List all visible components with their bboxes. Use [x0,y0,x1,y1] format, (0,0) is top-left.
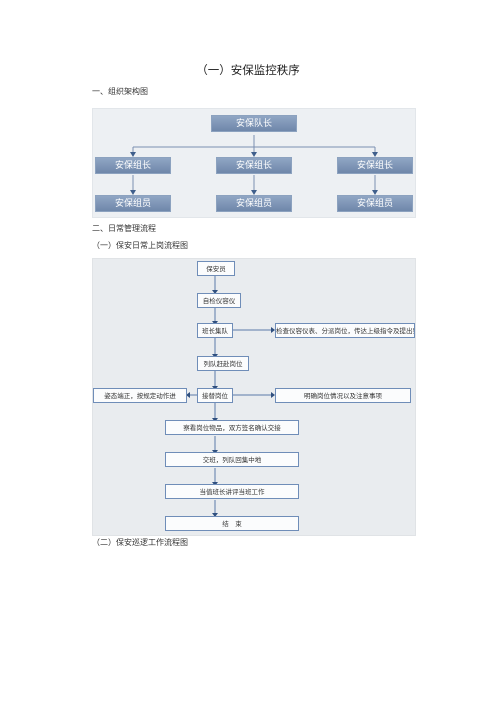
org-chart: 安保队长 安保组长 安保组长 安保组长 安保组员 安保组员 安保组员 [92,108,416,218]
flow-step-self-check: 自检仪容仪 [197,293,241,308]
org-leader-box-2: 安保组长 [216,157,292,174]
duty-flowchart: 保安员 自检仪容仪 班长集队 检查仪容仪表、分派岗位，传达上级指令及提出要 列队… [92,258,416,536]
flow-note-posture: 姿态端正，按规定动作进 [93,388,187,403]
org-captain-box: 安保队长 [211,115,297,132]
flow-step-shift-change: 交班，列队回集中地 [165,452,299,467]
subsection-duty-flow: （一）保安日常上岗流程图 [92,241,188,250]
org-connectors [130,135,378,195]
flow-note-clarify: 明确岗位情况以及注意事项 [275,388,411,403]
flow-step-assemble: 班长集队 [197,323,233,338]
page-title: （一）安保监控秩序 [196,63,300,77]
org-leader-box-1: 安保组长 [95,157,171,174]
org-member-box-2: 安保组员 [216,195,292,212]
org-member-box-3: 安保组员 [337,195,413,212]
org-leader-box-3: 安保组长 [337,157,413,174]
flow-step-march: 列队赶赴岗位 [197,356,249,371]
subsection-patrol-flow: （二）保安巡逻工作流程图 [92,538,188,547]
flow-note-inspect: 检查仪容仪表、分派岗位，传达上级指令及提出要 [275,323,415,338]
flow-step-handover: 察看岗位物品，双方签名确认交接 [165,420,299,435]
section-daily-management: 二、日常管理流程 [92,224,156,233]
flow-step-guard: 保安员 [197,261,235,276]
section-org-chart: 一、组织架构图 [92,87,148,96]
flow-step-end: 结 束 [165,516,299,531]
flow-step-review: 当值班长讲评当班工作 [165,484,299,499]
flow-step-take-over: 接替岗位 [197,388,233,403]
org-member-box-1: 安保组员 [95,195,171,212]
